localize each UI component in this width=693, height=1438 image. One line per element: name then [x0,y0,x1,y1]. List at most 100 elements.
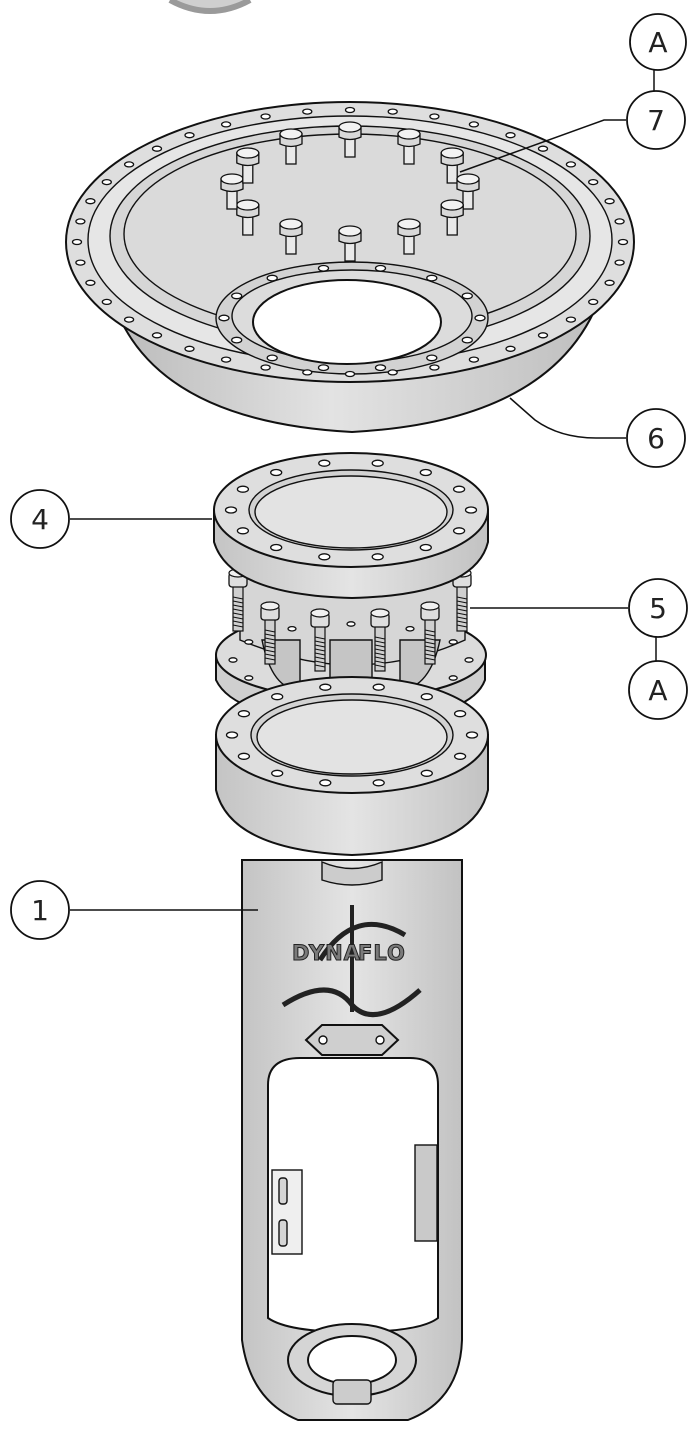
callout-label: A [648,674,667,707]
bolt-hole [266,274,278,282]
hex-bolt [440,199,464,236]
bolt-hole [318,459,331,467]
bolt-hole [271,769,284,777]
bolt-hole [123,161,135,168]
callout-5: 5 [628,578,688,638]
yoke-housing-part-1: DYNA FLO [215,676,489,1421]
bolt-hole [420,693,433,701]
bolt-hole [236,485,250,493]
bolt-hole [231,292,243,300]
bolt-hole [71,238,83,246]
bolt-hole [266,354,278,362]
bolt-hole [317,264,330,272]
bolt-hole [372,779,385,787]
bolt-hole [237,710,251,718]
cap-screw [452,568,472,632]
hex-bolt [279,128,303,165]
flange-bolt-holes [224,459,478,561]
bolt-hole [184,132,195,139]
bolt-hole [588,298,599,306]
bolt-hole [565,161,577,168]
callout-label: 4 [31,503,49,536]
bolt-hole [225,731,239,739]
hex-bolt [338,121,362,158]
hex-bolt [440,147,464,184]
bolt-hole [372,683,385,691]
callout-A-top: A [629,13,687,71]
bolt-hole [344,106,356,114]
bolt-hole [505,345,516,352]
bolt-hole [374,364,387,372]
bolt-hole [236,527,250,535]
callout-A-bottom: A [628,660,688,720]
hex-bolts-part-7 [220,121,480,262]
callout-label: 6 [647,422,665,455]
bolt-hole [151,145,163,152]
bolt-hole [617,238,629,246]
bolt-hole [565,316,577,323]
dynaflo-logo: DYNA FLO [281,905,422,1018]
hex-bolt [236,199,260,236]
bolt-hole [387,369,398,376]
bolt-hole [604,198,615,205]
callout-label: A [648,26,667,59]
bolt-hole [453,710,467,718]
bolt-hole [287,625,297,632]
bolt-hole [244,675,254,681]
bolt-hole [101,298,112,306]
socket-head-cap-screws [228,568,472,672]
flange-bolt-holes [71,106,629,378]
bolt-hole [75,218,86,225]
bolt-hole [319,779,332,787]
bolt-hole [614,218,625,225]
bolt-hole [505,132,516,139]
bowl-adapter-part-6 [65,101,635,434]
bolt-hole [260,113,271,120]
logo-text-left: DYNA [292,941,361,965]
callout-7: 7 [626,90,686,150]
bolt-hole [228,657,238,663]
hex-bolt [456,173,480,210]
bolt-hole [419,468,432,477]
bolt-hole [220,121,232,128]
cap-screw [260,601,280,665]
bolt-hole [464,657,474,663]
hex-bolt [397,128,421,165]
bolt-hole [461,336,473,344]
bolt-hole [405,625,415,632]
bolt-hole [464,506,478,514]
bolt-hole [448,675,458,681]
bolt-hole [231,336,243,344]
bolt-hole [302,108,313,115]
callout-1: 1 [10,880,70,940]
flange-bolt-holes [225,683,479,787]
callout-6: 6 [626,408,686,468]
bolt-hole [270,468,283,477]
top-partial-part [168,0,252,14]
bolt-hole [270,543,283,552]
bolt-hole [537,145,549,152]
callout-label: 7 [647,104,665,137]
bolt-hole [387,108,398,115]
hex-bolt [236,147,260,184]
bolt-hole [374,264,387,272]
bolt-hole [419,543,432,552]
bolt-hole [237,752,251,760]
bolt-hole [420,769,433,777]
bolt-hole [426,354,438,362]
callout-label: 5 [649,592,667,625]
hex-bolt [338,225,362,262]
flange-ring-part-4 [213,452,489,600]
bolt-hole [452,485,466,493]
bolt-hole [346,621,356,627]
hex-bolt [279,218,303,255]
bolt-hole [101,178,112,186]
bolt-hole [344,370,356,378]
bolt-hole [319,683,332,691]
bolt-hole [453,752,467,760]
bolt-hole [218,314,230,322]
bolt-hole [588,178,599,186]
bolt-hole [468,121,480,128]
hex-bolt [397,218,421,255]
